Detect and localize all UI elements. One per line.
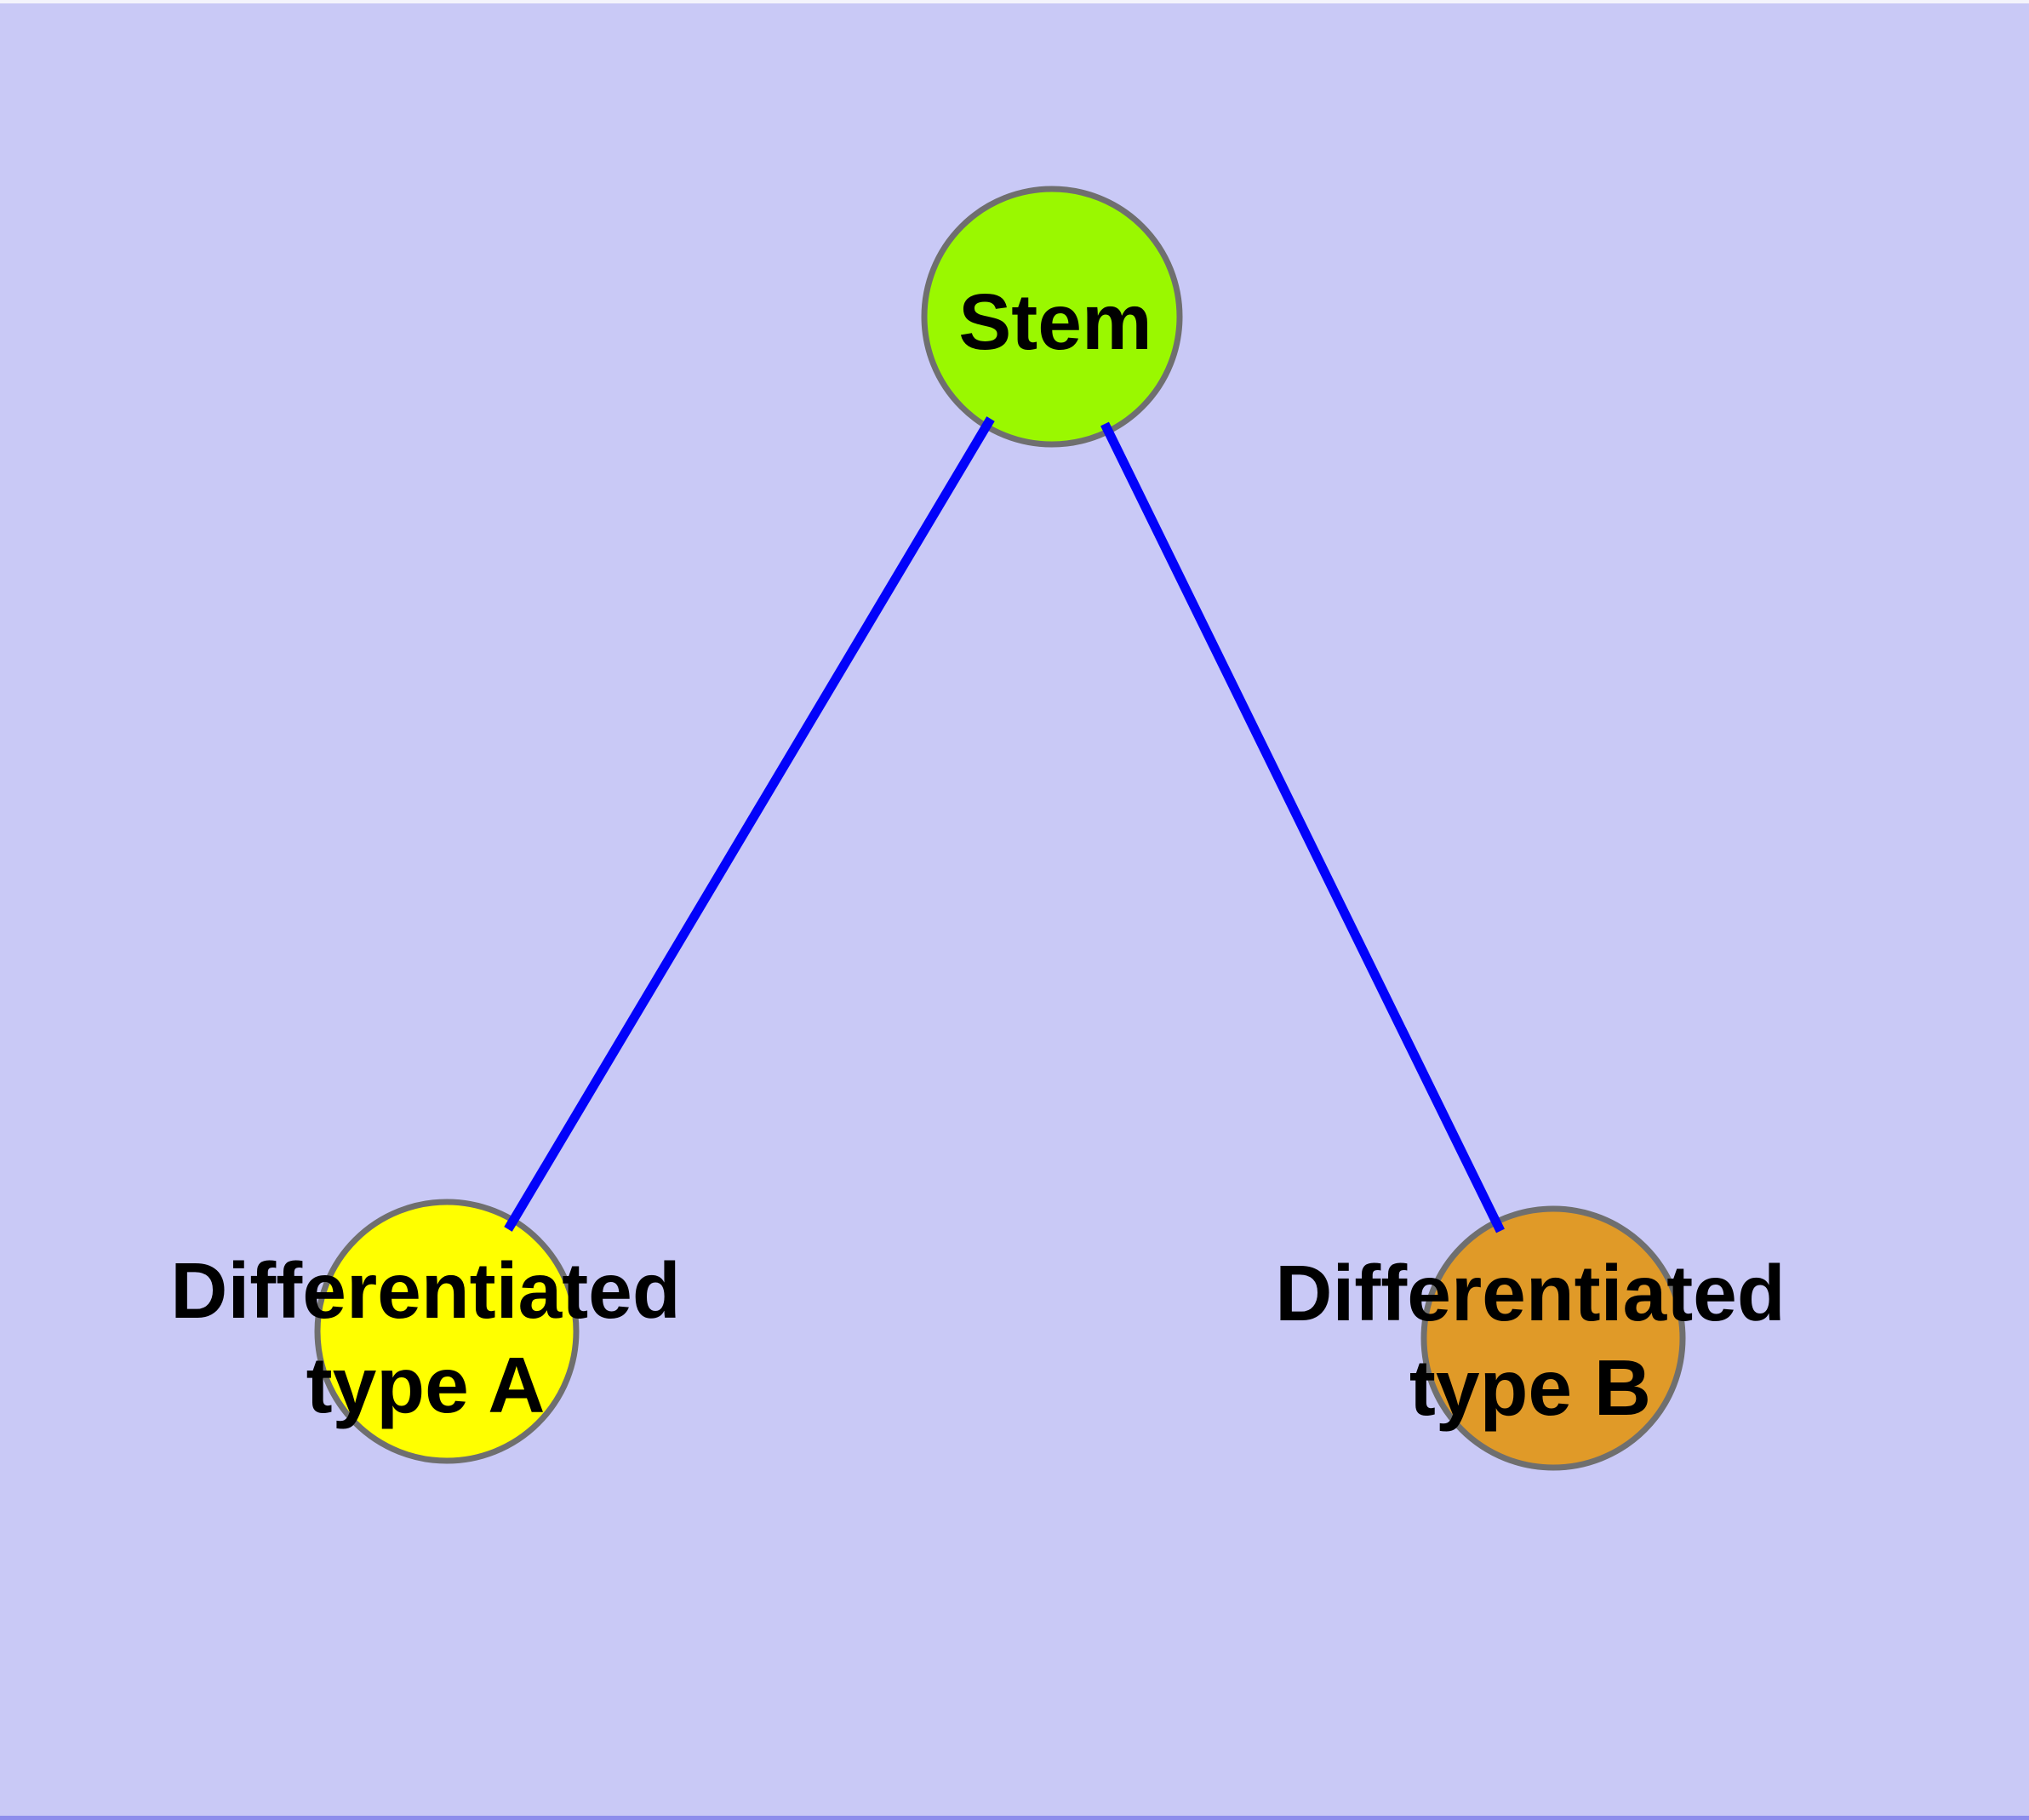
stem-node-label: Stem (958, 278, 1152, 366)
type-a-label-line1: Differentiated (170, 1246, 680, 1335)
node-group (314, 186, 1686, 1471)
edge-stem-to-type-a (504, 416, 995, 1232)
stem-node (921, 186, 1183, 448)
top-edge-strip (0, 0, 2029, 3)
type-b-label-line2: type B (1409, 1343, 1651, 1432)
bottom-edge-strip (0, 1816, 2029, 1820)
type-b-label-line1: Differentiated (1275, 1249, 1785, 1337)
edge-stem-to-type-b (1100, 421, 1505, 1233)
differentiated-type-a-node (314, 1199, 580, 1464)
type-a-label-line2: type A (306, 1341, 546, 1429)
edge-group (504, 416, 1505, 1233)
label-group: Stem Differentiated type A Differentiate… (170, 278, 1785, 1432)
differentiated-type-b-node (1420, 1205, 1686, 1471)
